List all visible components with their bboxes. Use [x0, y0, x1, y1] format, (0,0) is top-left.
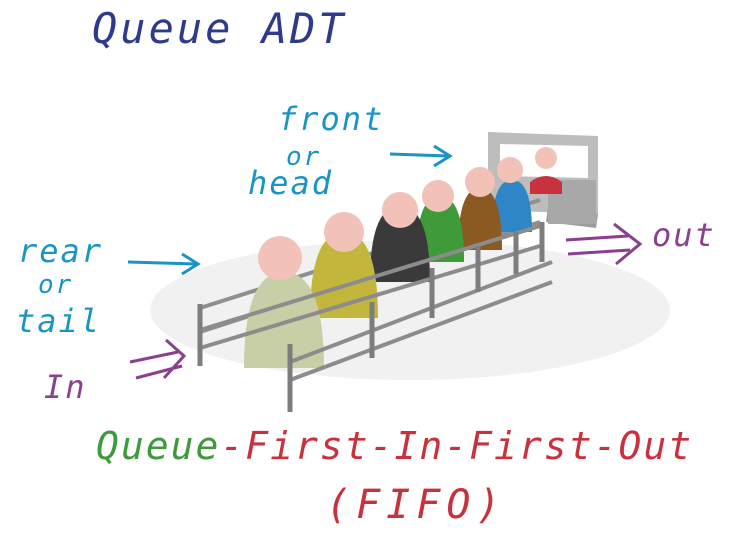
person-2	[244, 236, 324, 368]
slogan-fifo-phrase: First-In-First-Out	[245, 424, 694, 468]
label-in: In	[44, 368, 87, 406]
person-7	[492, 157, 532, 232]
front-railing	[199, 224, 553, 382]
person-6	[458, 167, 502, 250]
arrow-out	[565, 222, 643, 266]
label-head: head	[248, 164, 334, 202]
arrow-to-rear	[127, 252, 201, 276]
label-front: front	[278, 100, 385, 138]
label-rear: rear	[18, 232, 104, 270]
fifo-slogan: Queue-First-In-First-Out	[96, 424, 693, 468]
title: Queue ADT	[92, 4, 347, 53]
fifo-acronym: (FIFO)	[326, 482, 507, 528]
railing-posts	[197, 222, 545, 412]
person-cashier	[530, 147, 562, 194]
label-or-front: or	[286, 142, 322, 172]
arrow-in	[129, 338, 187, 380]
slogan-dash: -	[220, 424, 246, 468]
label-or-rear: or	[38, 270, 74, 300]
label-tail: tail	[16, 302, 102, 340]
arrow-to-front	[389, 144, 453, 168]
slogan-queue: Queue	[96, 424, 221, 468]
person-5	[416, 180, 464, 262]
label-out: out	[652, 216, 716, 254]
person-3	[310, 212, 378, 318]
